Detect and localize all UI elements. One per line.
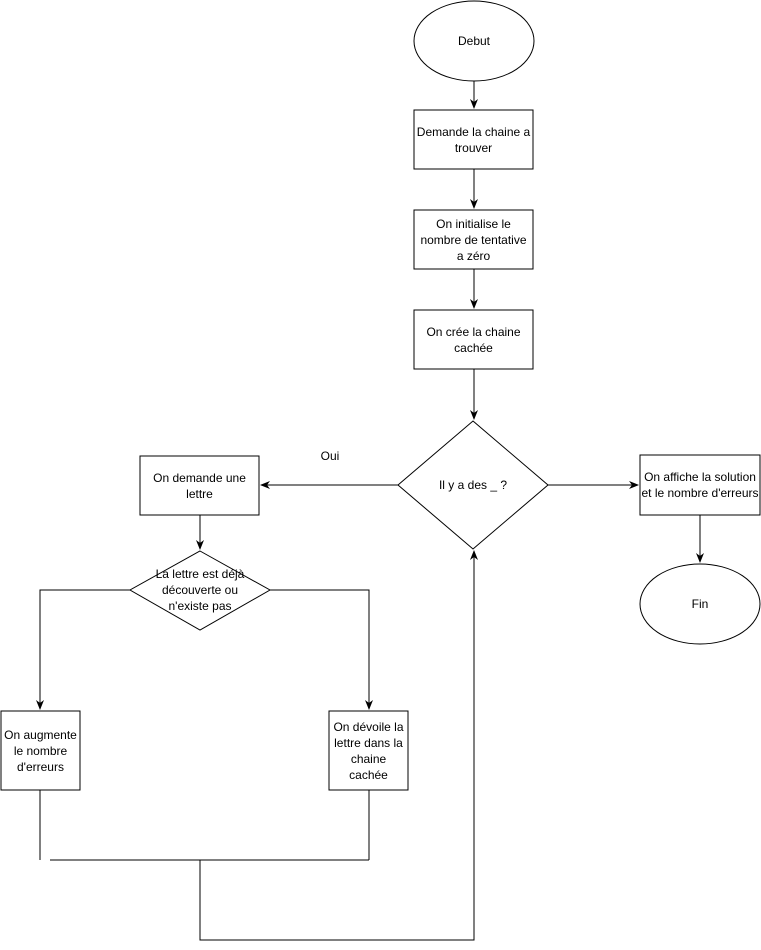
increase-errors-box bbox=[0, 710, 81, 791]
create-hidden-label: On crée la chaine cachée bbox=[426, 324, 521, 355]
underscore-decision-label: Il y a des _ ? bbox=[438, 478, 508, 492]
increase-errors-label: On augmente le nombre d'erreurs bbox=[4, 727, 77, 774]
ask-string-label: Demande la chaine a trouver bbox=[416, 124, 531, 155]
reveal-letter-label: On dévoile la lettre dans la chaine cach… bbox=[333, 719, 404, 782]
letter-decision-diamond bbox=[128, 550, 272, 631]
yes-edge-label: Oui bbox=[320, 449, 340, 463]
ask-letter-label: On demande une lettre bbox=[153, 470, 246, 501]
init-attempts-box bbox=[413, 209, 534, 270]
init-attempts-label: On initialise le nombre de tentative a z… bbox=[420, 216, 527, 263]
create-hidden-box bbox=[413, 309, 534, 370]
edge-loop-back-to-decision bbox=[199, 550, 478, 941]
start-label: Debut bbox=[457, 34, 491, 48]
underscore-decision-diamond bbox=[397, 420, 549, 550]
edge-letter-decision-to-reveal bbox=[270, 589, 373, 710]
end-label: Fin bbox=[691, 597, 709, 611]
show-solution-label: On affiche la solution et le nombre d'er… bbox=[641, 470, 759, 500]
letter-decision-label: La lettre est déjà découverte ou n'exist… bbox=[155, 567, 245, 613]
edge-letter-decision-to-increase bbox=[36, 589, 130, 710]
ask-string-box bbox=[413, 109, 534, 170]
end-ellipse bbox=[639, 563, 761, 645]
